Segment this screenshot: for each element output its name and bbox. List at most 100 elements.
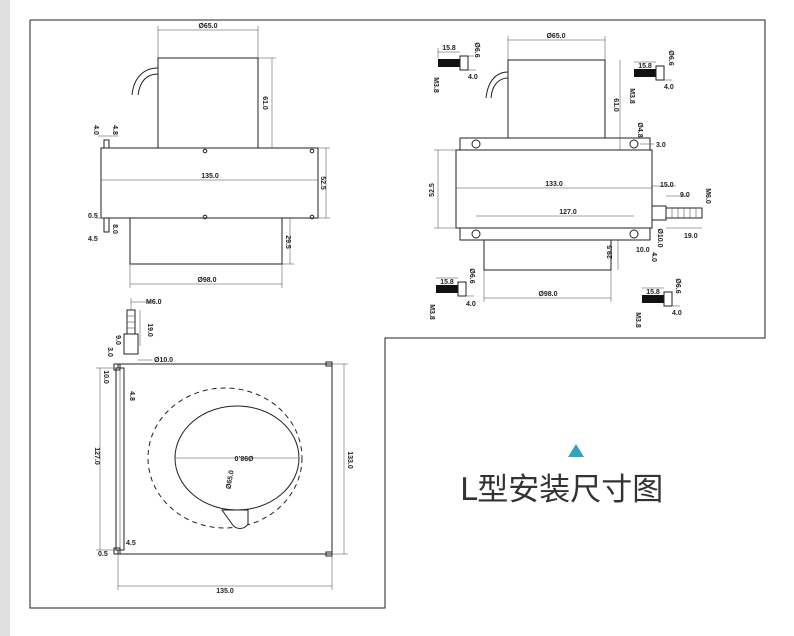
top-view-corner (113, 363, 121, 371)
drawing-border (29, 19, 766, 609)
top-dim-inner-diameter: Ø98.0 (234, 454, 253, 461)
left-margin-strip (0, 0, 10, 636)
side-dim-3-0: 3.0 (656, 142, 666, 149)
top-dim-cable-diameter: Ø65.0 (225, 470, 235, 490)
bolt-thread-label: M3.8 (634, 312, 641, 328)
top-view-drum-outline (147, 387, 303, 529)
top-dim-10-0: 10.0 (102, 370, 109, 384)
front-screw (309, 148, 315, 154)
top-dim-width: 135.0 (216, 588, 234, 595)
bolt-length-label: 15.8 (442, 45, 456, 52)
front-dim-4-5: 4.5 (88, 236, 98, 243)
side-mount-hole (471, 139, 481, 149)
bolt-thread-label: M3.8 (428, 304, 435, 320)
front-mount-body (100, 147, 319, 219)
front-dim-bottom-diameter: Ø98.0 (197, 277, 216, 284)
side-dim-hole: Ø4.8 (636, 122, 643, 137)
bolt-detail-top-right: 15.8 Ø6.6 4.0 M3.8 (628, 50, 674, 103)
bolt-head (457, 281, 467, 297)
front-cable-outer (131, 67, 159, 96)
side-lower-drum (483, 239, 612, 271)
side-dim-pin-length: 127.0 (559, 209, 577, 216)
bolt-length-label: 15.8 (646, 289, 660, 296)
front-dim-4-0: 4.0 (92, 125, 99, 135)
side-dim-15-0: 15.0 (660, 182, 674, 189)
side-dim-body-width: 133.0 (545, 181, 563, 188)
side-dim-top-height: 61.0 (612, 98, 619, 112)
bolt-head (655, 65, 665, 81)
front-upper-housing (157, 57, 259, 149)
top-dim-4-8: 4.8 (128, 391, 135, 401)
bolt-thread-label: M3.8 (628, 88, 635, 104)
side-top-flange (459, 137, 651, 151)
top-view-corner (113, 547, 121, 555)
bolt-thread (438, 59, 460, 67)
side-dim-top-diameter: Ø65.0 (546, 33, 565, 40)
side-dim-pin-diameter: Ø10.0 (656, 228, 663, 247)
top-view: M6.0 19.0 9.0 3.0 Ø10.0 10.0 4.8 127.0 1… (93, 298, 353, 595)
bolt-head-label: 4.0 (466, 301, 476, 308)
side-connector-base (651, 205, 667, 221)
bolt-detail-top-left: 15.8 Ø6.6 4.0 M3.8 (432, 42, 480, 92)
top-dim-pin-diameter: Ø10.0 (154, 357, 173, 364)
front-dim-body-height: 52.5 (319, 176, 326, 190)
side-cable-inner (490, 77, 509, 99)
top-dim-m6: M6.0 (146, 299, 162, 306)
side-dim-19-0: 19.0 (684, 233, 698, 240)
top-view-connector (123, 333, 139, 355)
front-dim-8-0: 8.0 (111, 224, 118, 234)
front-dim-body-width: 135.0 (201, 173, 219, 180)
bolt-detail-bottom-left: 15.8 Ø6.6 4.0 M3.8 (428, 268, 476, 319)
bolt-diameter-label: Ø6.6 (667, 50, 674, 65)
front-screw (309, 214, 315, 220)
bolt-head-label: 4.0 (468, 74, 478, 81)
front-bracket-bottom (103, 217, 110, 233)
bolt-thread (642, 295, 664, 303)
bolt-thread (436, 285, 458, 293)
top-dim-4-5: 4.5 (126, 540, 136, 547)
side-dim-4-0: 4.0 (650, 252, 657, 262)
front-lower-drum (129, 217, 283, 265)
bolt-length-label: 15.8 (440, 279, 454, 286)
side-mount-hole (629, 139, 639, 149)
side-dim-body-height: 52.5 (429, 183, 436, 197)
top-view-cable-outlet (221, 509, 249, 529)
bolt-diameter-label: Ø6.6 (468, 268, 475, 283)
side-mount-hole (629, 229, 639, 239)
side-upper-housing (507, 59, 606, 151)
front-cable-inner (137, 73, 159, 96)
front-screw (202, 148, 208, 154)
top-dim-3-0: 3.0 (106, 347, 113, 357)
side-bottom-flange (459, 227, 651, 241)
side-dim-bottom-diameter: Ø98.0 (538, 291, 557, 298)
bolt-length-label: 15.8 (638, 63, 652, 70)
drawing-title: L型安装尺寸图 (460, 472, 663, 508)
top-dim-right-length: 133.0 (346, 451, 353, 469)
bolt-diameter-label: Ø6.6 (674, 278, 681, 293)
top-dim-9-0: 9.0 (114, 335, 121, 345)
side-cable-outer (485, 71, 509, 99)
triangle-up-icon (568, 444, 584, 457)
top-dim-0-5: 0.5 (98, 551, 108, 558)
side-mount-hole (471, 229, 481, 239)
side-main-body (455, 149, 653, 229)
bolt-head-label: 4.0 (664, 84, 674, 91)
top-dim-19-0: 19.0 (146, 323, 153, 337)
front-view: Ø65.0 61.0 135.0 52.5 Ø98.0 29.5 4.0 4.8… (88, 23, 330, 288)
bolt-head (663, 291, 673, 307)
bolt-detail-bottom-right: 15.8 Ø6.6 4.0 M3.8 (634, 278, 682, 327)
front-dim-0-5: 0.5 (88, 213, 98, 220)
side-dim-bottom-height: 29.5 (607, 245, 614, 259)
front-screw (202, 214, 208, 220)
bolt-thread (634, 69, 656, 77)
bolt-head-label: 4.0 (672, 310, 682, 317)
front-dim-top-height: 61.0 (261, 96, 268, 110)
side-dim-10-0: 10.0 (636, 247, 650, 254)
front-dim-top-diameter: Ø65.0 (198, 23, 217, 30)
bolt-diameter-label: Ø6.6 (473, 42, 480, 57)
bolt-thread-label: M3.8 (432, 77, 439, 93)
front-dim-4-8: 4.8 (111, 125, 118, 135)
side-view: Ø65.0 61.0 Ø4.8 3.0 133.0 52.5 15.0 9.0 … (429, 33, 711, 302)
side-dim-m6: M6.0 (704, 188, 711, 204)
